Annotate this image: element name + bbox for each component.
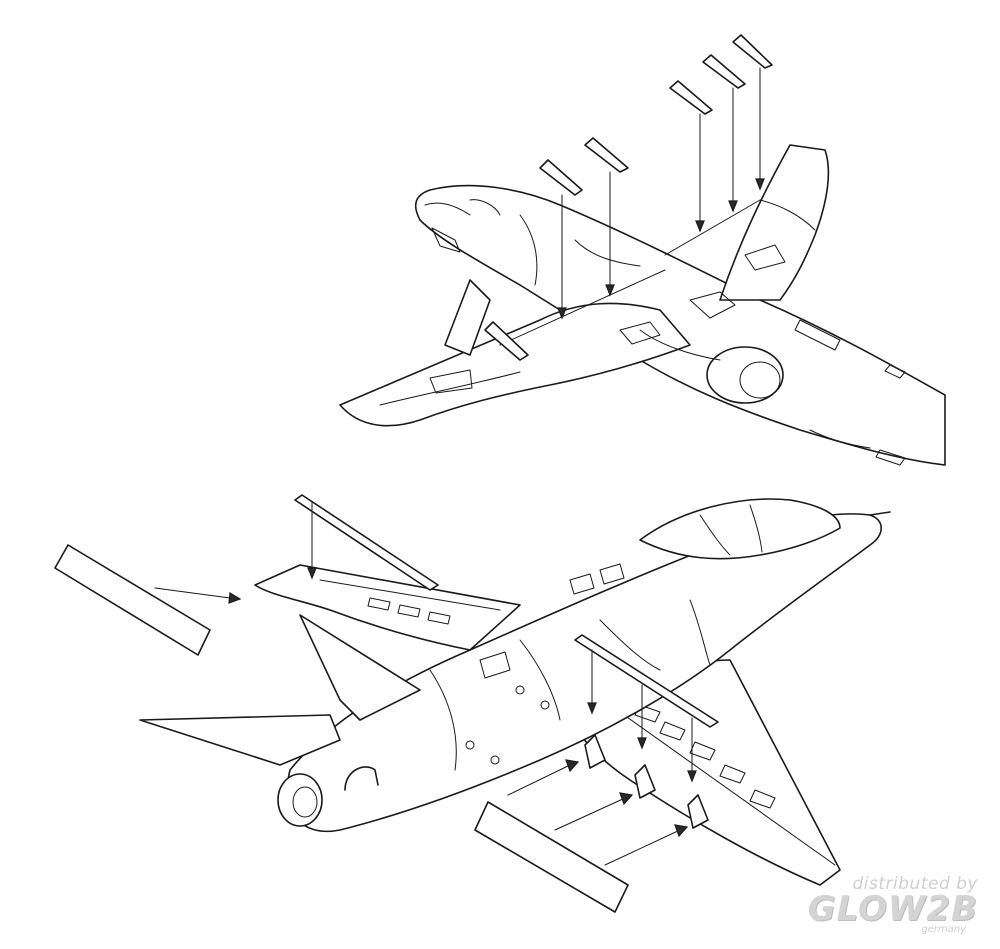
rear-parts <box>54 494 719 913</box>
distributor-watermark: distributed by GLOW2B germany <box>778 874 978 935</box>
watermark-distributed-by: distributed by <box>852 874 978 894</box>
aircraft-underside-view <box>339 144 946 466</box>
watermark-logo: GLOW2B <box>807 889 978 929</box>
watermark-country: germany <box>921 924 966 935</box>
top-pylons <box>484 34 773 361</box>
aircraft-rear-view <box>139 498 891 886</box>
